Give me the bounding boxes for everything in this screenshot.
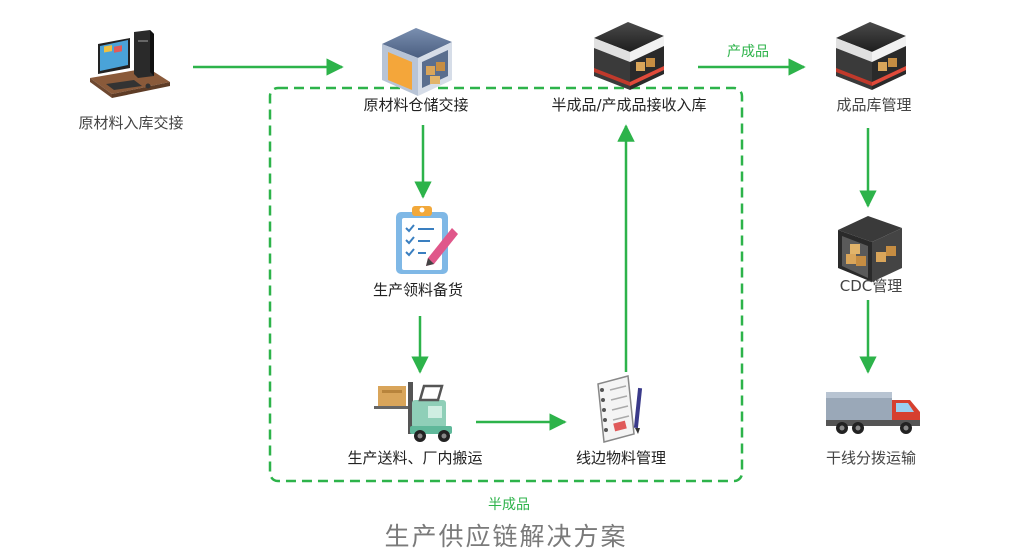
production-group-boundary [268,86,744,483]
edge-label-finished-product: 产成品 [727,44,769,60]
node-label-delivery: 生产送料、厂内搬运 [347,449,483,467]
node-label-raw-inbound: 原材料入库交接 [78,114,184,132]
notebook-pen-icon [597,375,643,443]
node-label-fg-warehouse: 成品库管理 [836,96,912,114]
warehouse-icon [382,28,452,96]
node-label-lineside: 线边物料管理 [575,449,667,467]
edges [193,58,877,431]
warehouse-dark-icon [836,22,906,90]
node-label-wip-receive: 半成品/产成品接收入库 [551,96,707,114]
node-label-cdc: CDC管理 [839,277,903,295]
forklift-icon [374,382,452,442]
node-label-material-prep: 生产领料备货 [372,281,464,299]
group-label: 半成品 [488,497,530,513]
node-label-trunk-transport: 干线分拨运输 [825,449,917,467]
clipboard-checklist-icon [396,206,458,274]
computer-workstation-icon [90,30,170,98]
truck-icon [826,392,920,434]
node-label-raw-storage: 原材料仓储交接 [363,96,469,114]
warehouse-dark-icon [594,22,664,90]
diagram-title: 生产供应链解决方案 [384,522,628,551]
storage-room-boxes-icon [838,216,902,282]
